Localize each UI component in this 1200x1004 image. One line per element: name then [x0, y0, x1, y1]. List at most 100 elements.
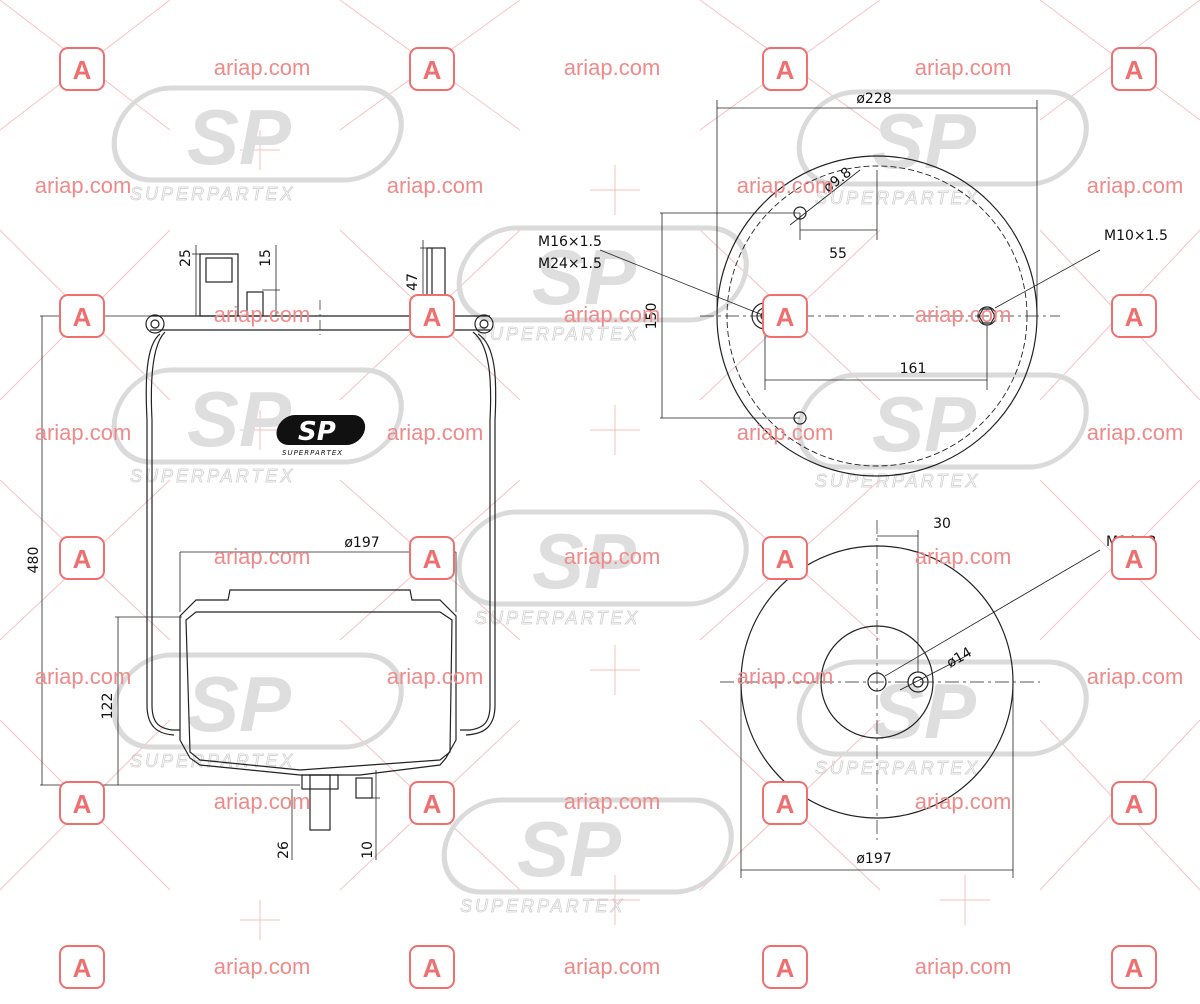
watermark-badge: A — [1111, 536, 1157, 580]
watermark-logo-sub-5: SUPERPARTEX — [815, 471, 980, 491]
svg-text:A: A — [776, 544, 795, 574]
watermark-badge: A — [59, 781, 105, 825]
watermark-badge: A — [59, 945, 105, 989]
watermark-badge: A — [1111, 945, 1157, 989]
dim-150: 150 — [644, 303, 660, 330]
watermark-text-layer: A ariap.com A ariap.com A ariap.com A ar… — [35, 47, 1184, 989]
bottom-view-dimensions — [740, 530, 1101, 878]
thread-m16: M16×1.5 — [538, 234, 602, 250]
watermark-url: ariap.com — [564, 302, 661, 327]
watermark-url: ariap.com — [214, 544, 311, 569]
watermark-badge: A — [59, 294, 105, 338]
watermark-logo-3: SP — [532, 233, 637, 321]
watermark-badge: A — [409, 47, 455, 91]
logo-mark: SP — [298, 417, 336, 447]
svg-text:A: A — [423, 544, 442, 574]
dim-piston-diameter: ø197 — [344, 535, 379, 551]
watermark-url: ariap.com — [214, 789, 311, 814]
watermark-logo-9: SP — [517, 805, 622, 893]
watermark-badge: A — [409, 781, 455, 825]
watermark-badge: A — [762, 945, 808, 989]
watermark-url: ariap.com — [35, 420, 132, 445]
dim-47: 47 — [405, 273, 421, 291]
watermark-badge: A — [762, 536, 808, 580]
watermark-badge: A — [409, 945, 455, 989]
watermark-badge: A — [762, 781, 808, 825]
watermark-logo-2: SP — [872, 97, 977, 185]
svg-text:A: A — [423, 789, 442, 819]
dim-122: 122 — [100, 693, 116, 720]
svg-text:A: A — [73, 789, 92, 819]
watermark-badge: A — [762, 47, 808, 91]
watermark-url: ariap.com — [1087, 420, 1184, 445]
watermark-badge: A — [1111, 47, 1157, 91]
watermark-logo-sub-1: SUPERPARTEX — [130, 184, 295, 204]
logo-sub: SUPERPARTEX — [282, 449, 343, 457]
watermark-url: ariap.com — [915, 55, 1012, 80]
watermark-badge: A — [762, 294, 808, 338]
watermark-url: ariap.com — [35, 173, 132, 198]
watermark-url: ariap.com — [35, 664, 132, 689]
watermark-url: ariap.com — [737, 664, 834, 689]
watermark-url: ariap.com — [1087, 664, 1184, 689]
dim-15: 15 — [258, 249, 274, 267]
superpartex-logo: SP SUPERPARTEX — [276, 415, 366, 457]
dim-30: 30 — [933, 516, 951, 532]
watermark-url: ariap.com — [1087, 173, 1184, 198]
watermark-url: ariap.com — [737, 420, 834, 445]
watermark-url: ariap.com — [387, 173, 484, 198]
watermark-url: ariap.com — [737, 173, 834, 198]
svg-text:A: A — [73, 55, 92, 85]
dim-55: 55 — [829, 246, 847, 262]
watermark-url: ariap.com — [564, 954, 661, 979]
dim-26: 26 — [276, 841, 292, 859]
svg-text:A: A — [73, 953, 92, 983]
svg-text:A: A — [1125, 789, 1144, 819]
watermark-logo-6: SP — [532, 517, 637, 605]
watermark-logo-sub-2: SUPERPARTEX — [815, 188, 980, 208]
watermark-url: ariap.com — [564, 55, 661, 80]
watermark-logo-sub-8: SUPERPARTEX — [815, 758, 980, 778]
watermark-logo-sub-6: SUPERPARTEX — [475, 608, 640, 628]
dim-25: 25 — [178, 249, 194, 267]
svg-text:A: A — [776, 789, 795, 819]
dim-161: 161 — [900, 361, 927, 377]
thread-m24: M24×1.5 — [538, 256, 602, 272]
watermark-badge: A — [59, 536, 105, 580]
watermark-logo-1: SP — [187, 93, 292, 181]
svg-text:A: A — [73, 544, 92, 574]
watermark-url: ariap.com — [387, 664, 484, 689]
watermark-url: ariap.com — [214, 302, 311, 327]
watermark-logo-sub-4: SUPERPARTEX — [130, 466, 295, 486]
watermark-url: ariap.com — [214, 55, 311, 80]
dim-228: ø228 — [856, 91, 891, 107]
top-view-dimensions — [599, 100, 1101, 419]
watermark-url: ariap.com — [915, 544, 1012, 569]
svg-text:A: A — [776, 55, 795, 85]
watermark-sp-logos: SP SUPERPARTEX SP SUPERPARTEX SP SUPERPA… — [111, 85, 1089, 916]
dim-480: 480 — [26, 547, 42, 574]
watermark-url: ariap.com — [564, 789, 661, 814]
watermark-url: ariap.com — [214, 954, 311, 979]
watermark-url: ariap.com — [915, 954, 1012, 979]
dim-10: 10 — [360, 841, 376, 859]
svg-text:A: A — [1125, 55, 1144, 85]
watermark-logo-sub-3: SUPERPARTEX — [475, 324, 640, 344]
watermark-badge: A — [1111, 781, 1157, 825]
svg-text:A: A — [73, 302, 92, 332]
watermark-badge: A — [59, 47, 105, 91]
watermark-url: ariap.com — [915, 789, 1012, 814]
svg-text:A: A — [1125, 544, 1144, 574]
watermark-url: ariap.com — [387, 420, 484, 445]
watermark-badge: A — [1111, 294, 1157, 338]
watermark-badge: A — [409, 294, 455, 338]
svg-text:A: A — [776, 953, 795, 983]
thread-m10: M10×1.5 — [1104, 228, 1168, 244]
watermark-logo-4: SP — [187, 375, 292, 463]
watermark-logo-5: SP — [872, 380, 977, 468]
svg-text:A: A — [776, 302, 795, 332]
svg-text:A: A — [1125, 302, 1144, 332]
dim-bottom-197: ø197 — [856, 851, 891, 867]
